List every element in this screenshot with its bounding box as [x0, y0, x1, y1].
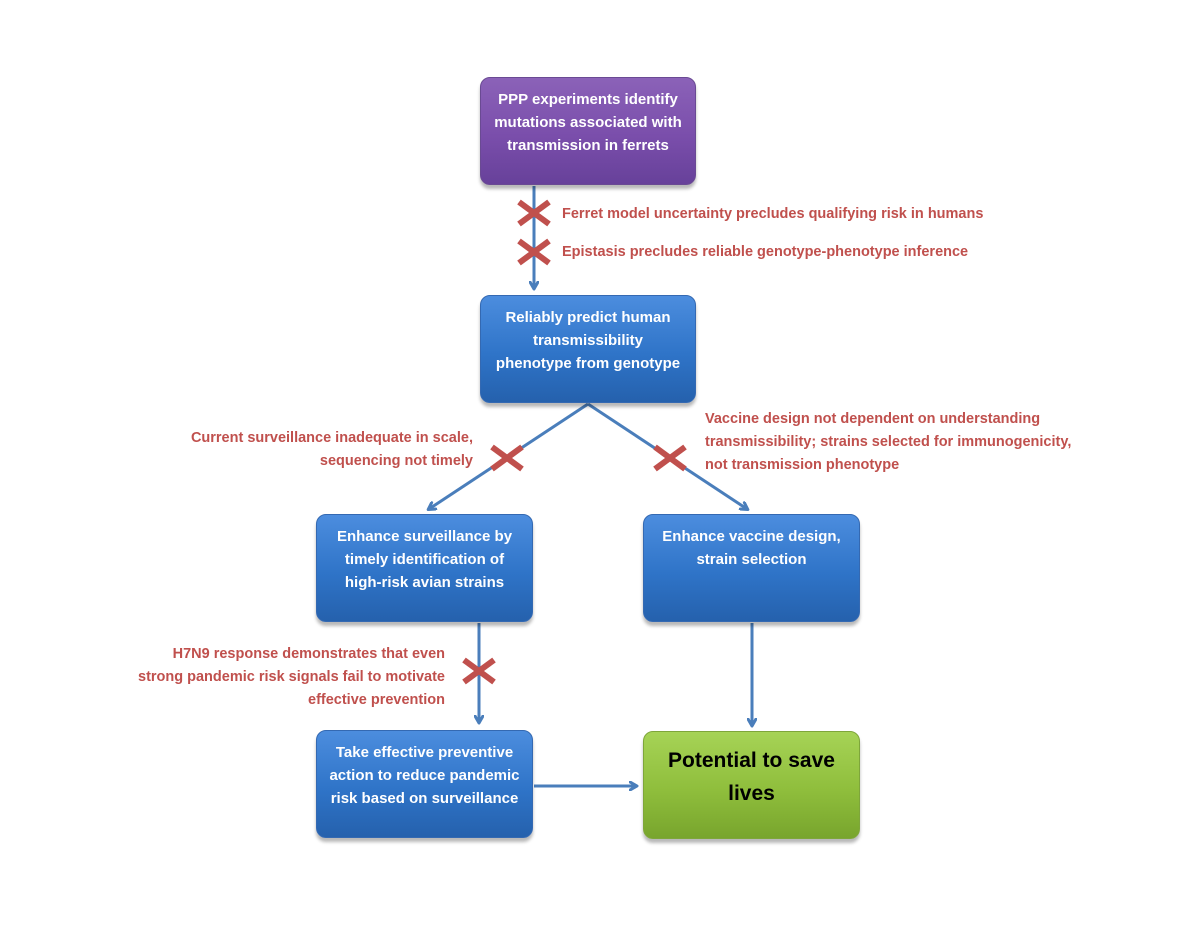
cross-icon-ferret — [517, 199, 551, 227]
node-predict-phenotype-label: Reliably predict human transmissibility … — [495, 309, 681, 372]
barrier-ferret-model-text: Ferret model uncertainty precludes quali… — [562, 206, 984, 222]
barrier-vaccine-line-1: Vaccine design not dependent on understa… — [705, 411, 1041, 427]
node-ppp-experiments: PPP experiments identify mutations assoc… — [480, 77, 696, 185]
barrier-epistasis-text: Epistasis precludes reliable genotype-ph… — [562, 244, 969, 260]
node-enhance-surveillance: Enhance surveillance by timely identific… — [316, 514, 533, 622]
barrier-surveillance: Current surveillance inadequate in scale… — [191, 427, 473, 473]
cross-icon-surveillance — [490, 444, 524, 472]
barrier-vaccine: Vaccine design not dependent on understa… — [705, 408, 1071, 477]
node-ppp-experiments-label: PPP experiments identify mutations assoc… — [494, 91, 682, 154]
barrier-surveillance-line-1: Current surveillance inadequate in scale… — [190, 430, 473, 446]
cross-icon-h7n9 — [462, 657, 496, 685]
barrier-surveillance-line-2: sequencing not timely — [319, 453, 473, 469]
cross-icon-vaccine — [653, 444, 687, 472]
cross-icon-epistasis — [517, 238, 551, 266]
node-predict-phenotype: Reliably predict human transmissibility … — [480, 295, 696, 403]
node-preventive-action-label: Take effective preventive action to redu… — [329, 744, 520, 807]
barrier-epistasis: Epistasis precludes reliable genotype-ph… — [562, 241, 968, 264]
node-enhance-vaccine-label: Enhance vaccine design, strain selection — [662, 528, 841, 568]
node-enhance-surveillance-label: Enhance surveillance by timely identific… — [336, 528, 513, 591]
barrier-ferret-model: Ferret model uncertainty precludes quali… — [562, 203, 983, 226]
node-save-lives: Potential to save lives — [643, 731, 860, 839]
barrier-h7n9-line-1: H7N9 response demonstrates that even — [172, 646, 445, 662]
barrier-vaccine-line-2: transmissibility; strains selected for i… — [705, 434, 1072, 450]
node-preventive-action: Take effective preventive action to redu… — [316, 730, 533, 838]
barrier-vaccine-line-3: not transmission phenotype — [705, 457, 900, 473]
barrier-h7n9-line-3: effective prevention — [308, 692, 445, 708]
node-enhance-vaccine: Enhance vaccine design, strain selection — [643, 514, 860, 622]
barrier-h7n9: H7N9 response demonstrates that even str… — [138, 643, 445, 712]
barrier-h7n9-line-2: strong pandemic risk signals fail to mot… — [138, 669, 445, 685]
node-save-lives-label: Potential to save lives — [668, 749, 835, 805]
